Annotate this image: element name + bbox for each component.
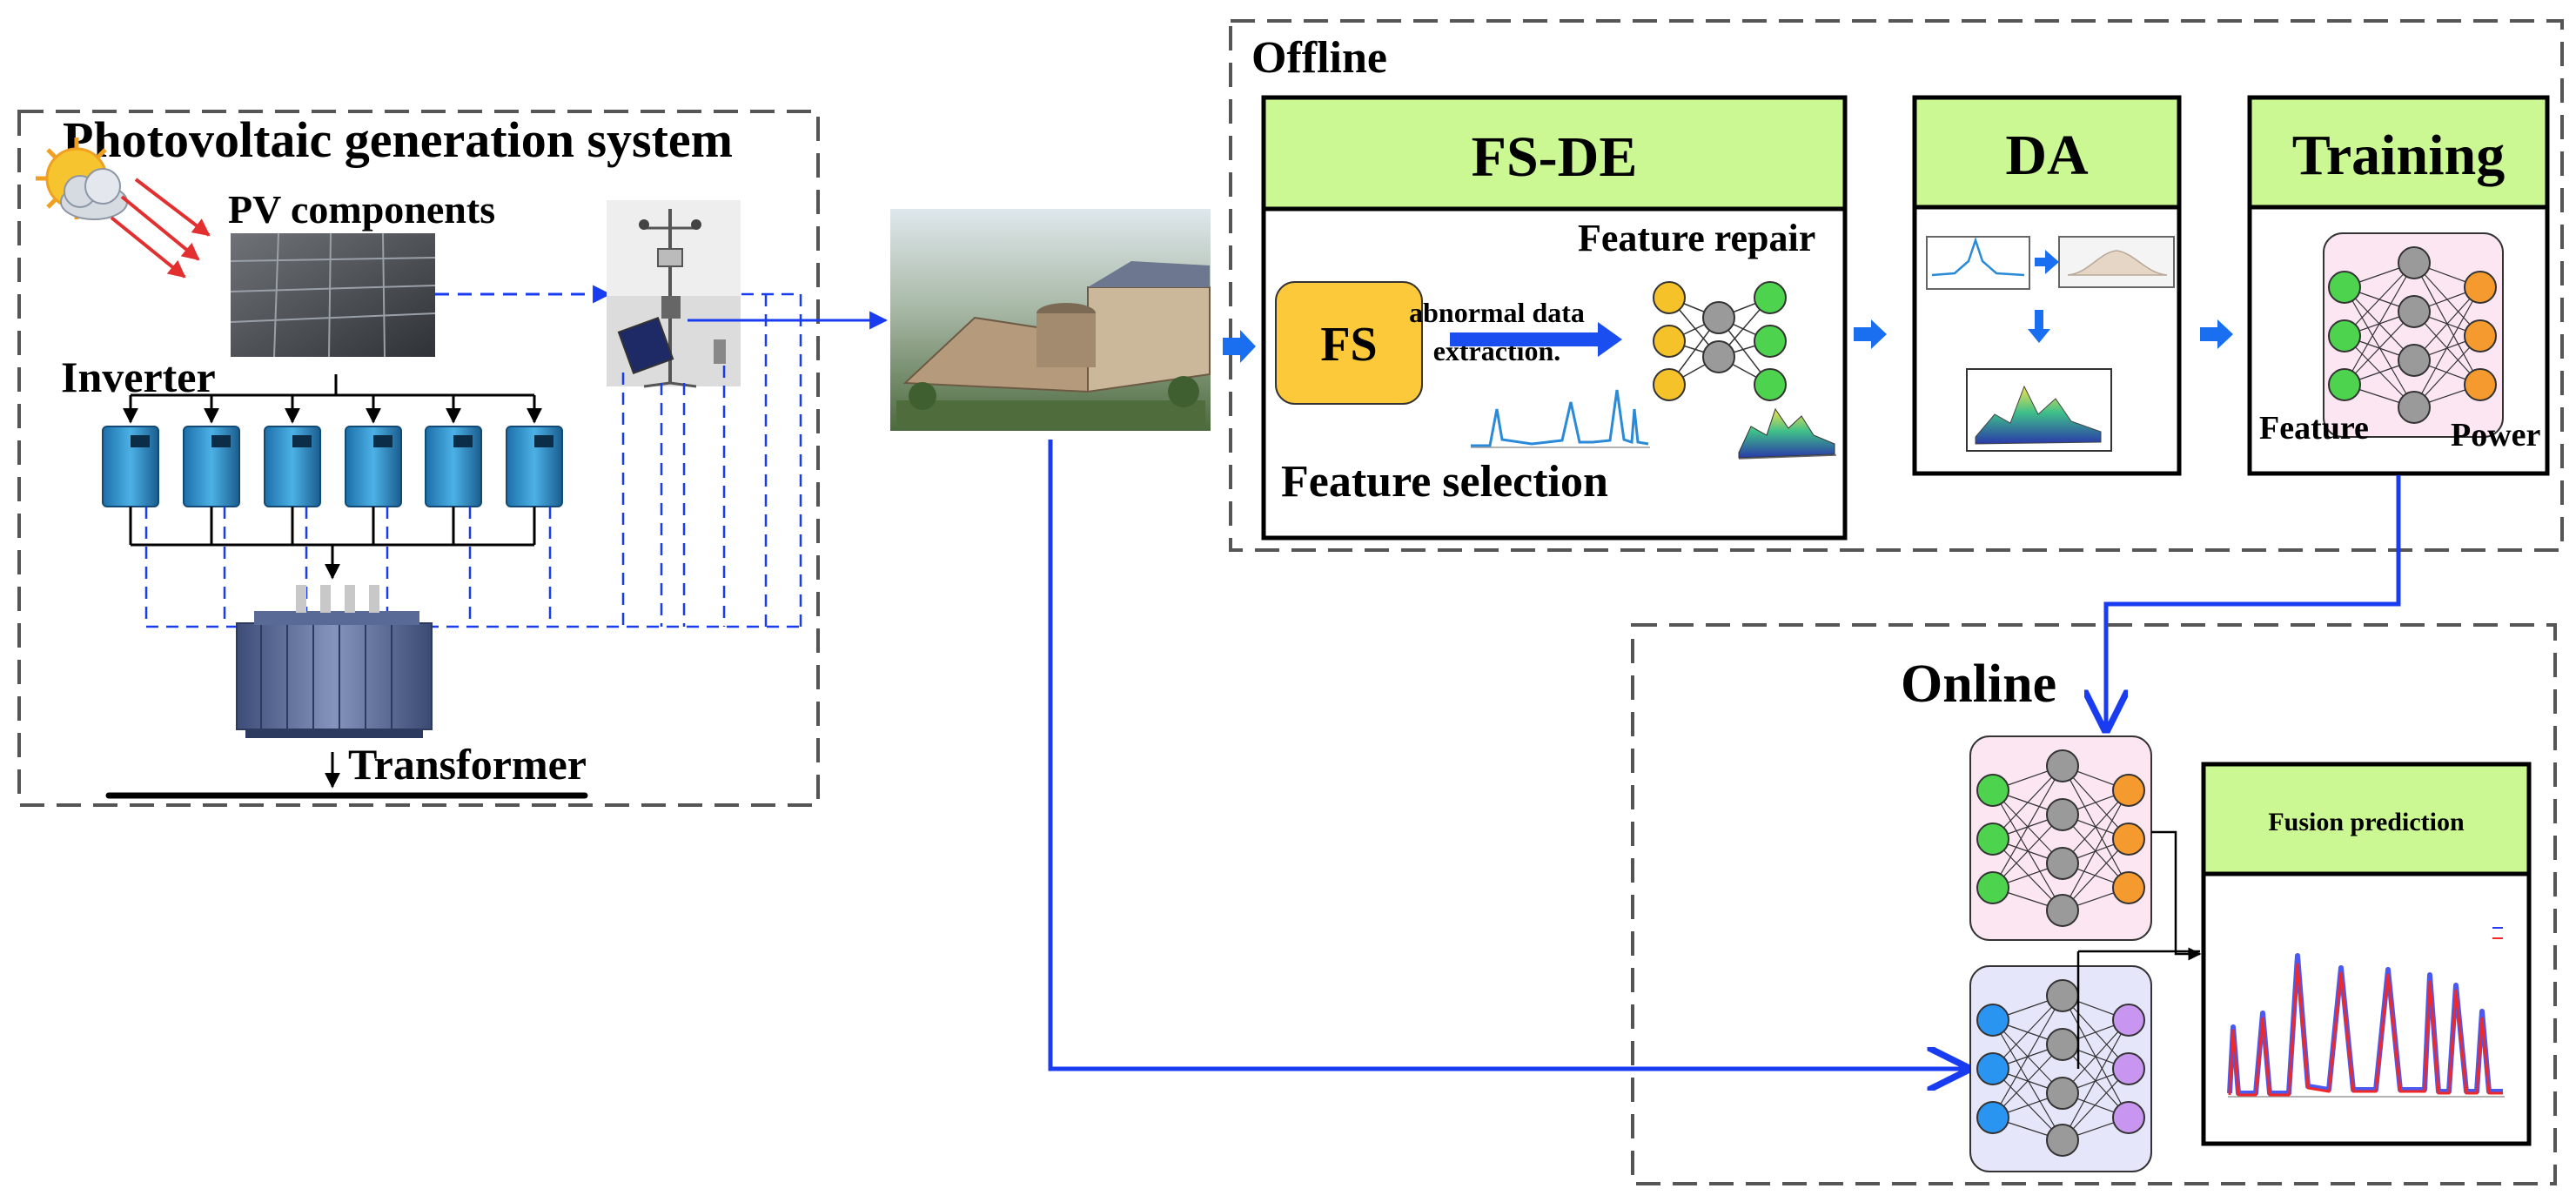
pv-components-label: PV components (228, 187, 495, 232)
abnormal-data-label-1: abnormal data (1409, 297, 1585, 328)
inverter-icon (264, 426, 321, 507)
online-net-b-panel (1969, 965, 2152, 1172)
into-fsde-arrow (1223, 330, 1256, 363)
online-net-a-panel (1969, 735, 2152, 941)
weather-station-icon (607, 200, 741, 388)
fusion-connectors (2076, 830, 2202, 1069)
training-power-label: Power (2451, 417, 2541, 453)
feature-selection-label: Feature selection (1281, 457, 1608, 507)
online-label: Online (1901, 655, 2056, 714)
transformer-label: Transformer (348, 740, 587, 789)
pv-system-title: Photovoltaic generation system (63, 111, 733, 168)
fsde-title: FS-DE (1472, 125, 1638, 189)
da-density-icon (2058, 236, 2175, 288)
inverter-icon (102, 426, 159, 507)
transformer-icon (236, 585, 433, 738)
building-photo (890, 209, 1211, 431)
da-to-training-arrow (2200, 319, 2233, 349)
fs-box (1275, 281, 1423, 405)
training-box: Training (2247, 95, 2550, 476)
fsde-to-da-arrow (1854, 319, 1887, 349)
training-to-online-arrow (2106, 475, 2401, 731)
online-group: Online (1631, 623, 2557, 1185)
fs-label: FS (1320, 318, 1377, 372)
building-to-online-line (1048, 440, 1969, 1069)
inverter-icon (425, 426, 482, 507)
fusion-predicted-series (2228, 963, 2503, 1097)
fusion-legend-icon (2492, 927, 2503, 939)
da-title: DA (2005, 124, 2089, 187)
online-network-b-icon (1976, 979, 2145, 1157)
inverter-icon (183, 426, 240, 507)
fsde-box: FS-DE FS abnormal data extraction. Featu… (1261, 95, 1848, 541)
da-box: DA (1912, 95, 2182, 476)
feature-repair-label: Feature repair (1578, 217, 1815, 259)
inverter-bus (123, 374, 542, 424)
repair-network-icon (1653, 281, 1787, 401)
training-title: Training (2292, 124, 2506, 187)
sun-rays (110, 178, 211, 279)
da-signal-icon (1926, 236, 2030, 290)
inverter-label: Inverter (61, 353, 216, 401)
surface-plot-icon (1738, 407, 1837, 460)
online-network-a-icon (1976, 749, 2145, 927)
inverter-row (102, 426, 563, 507)
offline-label: Offline (1251, 33, 1387, 83)
da-surface-icon (1966, 368, 2112, 452)
inverter-output-bus (129, 507, 536, 580)
offline-frame (1229, 19, 2564, 552)
training-feature-label: Feature (2259, 410, 2369, 447)
training-net-panel (2323, 232, 2504, 438)
fusion-prediction-box: Fusion prediction (2201, 762, 2532, 1146)
abnormal-data-arrow (1450, 322, 1622, 357)
pv-system-frame (17, 110, 820, 807)
pv-panel-photo (230, 232, 436, 358)
da-down-arrow (2028, 310, 2050, 343)
inverter-icon (506, 426, 563, 507)
abnormal-signal-plot (1471, 389, 1649, 447)
inverter-icon (345, 426, 402, 507)
online-frame (1631, 623, 2557, 1185)
offline-group: Offline FS-DE FS abnormal data extractio… (1223, 19, 2564, 552)
pv-system-group: Photovoltaic generation system PV compon… (17, 110, 889, 807)
training-network-icon (2328, 246, 2497, 424)
fusion-title: Fusion prediction (2268, 808, 2465, 836)
